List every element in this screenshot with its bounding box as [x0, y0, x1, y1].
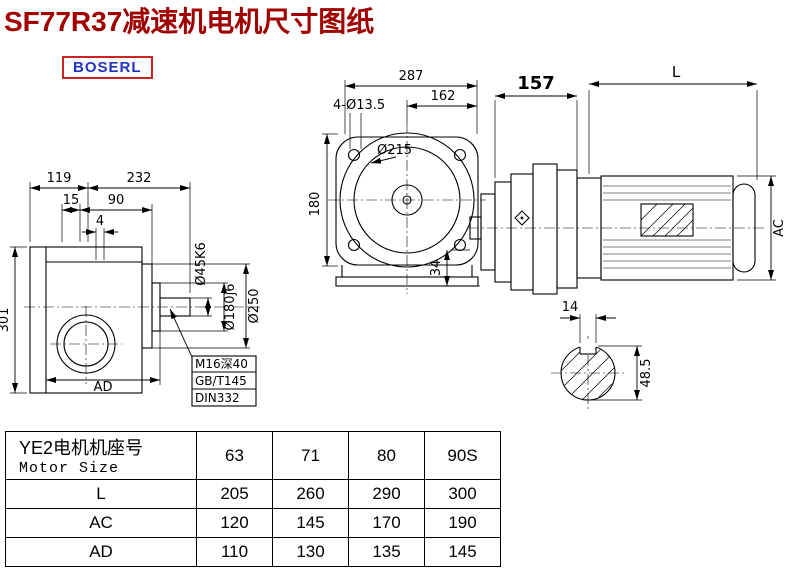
motor-end-cap — [732, 183, 756, 273]
value-ac-2: 145 — [272, 508, 349, 538]
motor-size-table: YE2电机机座号 Motor Size 63 71 80 90S L 205 2… — [5, 431, 501, 567]
table-row-l: L 205 260 290 300 — [5, 479, 501, 509]
dim-250: Ø250 — [247, 288, 262, 323]
dim-232: 232 — [127, 171, 152, 186]
input-flange — [141, 263, 153, 349]
row-label-l: L — [5, 479, 197, 509]
flange-outline — [335, 136, 479, 266]
value-l-4: 300 — [424, 479, 501, 509]
base-foot — [335, 276, 479, 287]
dim-287: 287 — [399, 69, 424, 84]
dim-162: 162 — [431, 89, 456, 104]
dim-157: 157 — [517, 73, 555, 94]
flange-circle — [339, 132, 475, 268]
terminal-box — [640, 203, 694, 237]
motor-size-col-4: 90S — [424, 431, 501, 480]
table-header-row: YE2电机机座号 Motor Size 63 71 80 90S — [5, 431, 501, 480]
dim-119: 119 — [47, 171, 72, 186]
note-standard-1: GB/T145 — [195, 374, 247, 388]
gearbox-adapter — [480, 193, 496, 271]
dim-48-5: 48.5 — [639, 359, 654, 388]
value-l-2: 260 — [272, 479, 349, 509]
dim-4: 4 — [96, 214, 104, 229]
row-label-ad: AD — [5, 537, 197, 567]
technical-drawing: 287 162 4-Ø13.5 Ø215 180 34 — [0, 63, 787, 410]
dim-L: L — [672, 63, 681, 81]
motor-size-col-2: 71 — [272, 431, 349, 480]
table-row-ac: AC 120 145 170 190 — [5, 508, 501, 538]
value-ad-2: 130 — [272, 537, 349, 567]
value-l-3: 290 — [348, 479, 425, 509]
dim-spigot-dia: Ø180j6 — [223, 284, 238, 331]
motor-flange — [532, 163, 558, 295]
bolt-hole — [347, 238, 361, 252]
value-ac-1: 120 — [196, 508, 273, 538]
row-label-ac: AC — [5, 508, 197, 538]
value-ad-4: 145 — [424, 537, 501, 567]
value-ac-3: 170 — [348, 508, 425, 538]
dim-AD: AD — [94, 380, 113, 395]
value-ac-4: 190 — [424, 508, 501, 538]
tap-note-box — [191, 355, 257, 407]
table-row-ad: AD 110 130 135 145 — [5, 537, 501, 567]
dim-15: 15 — [63, 193, 80, 208]
bolt-hole — [347, 148, 361, 162]
motor-side-view: 157 L AC — [468, 63, 787, 295]
shaft-section-view: 14 48.5 — [551, 300, 654, 410]
left-side-view: 119 232 15 90 4 301 AD Ø45K6 — [0, 171, 262, 407]
front-view: 287 162 4-Ø13.5 Ø215 180 34 — [308, 69, 486, 294]
dim-90: 90 — [108, 193, 125, 208]
dim-flange-dia: Ø215 — [377, 143, 412, 158]
value-ad-3: 135 — [348, 537, 425, 567]
dim-34: 34 — [429, 260, 444, 277]
motor-size-col-1: 63 — [196, 431, 273, 480]
dim-AC: AC — [772, 219, 787, 237]
value-ad-1: 110 — [196, 537, 273, 567]
note-standard-2: DIN332 — [195, 391, 240, 405]
note-tap: M16深40 — [195, 357, 248, 371]
brand-logo: BOSERL — [62, 56, 153, 79]
dim-301: 301 — [0, 308, 12, 333]
output-bore — [56, 314, 116, 374]
table-header-cn: YE2电机机座号 — [19, 438, 144, 458]
dim-bolt-holes: 4-Ø13.5 — [333, 98, 385, 113]
value-l-1: 205 — [196, 479, 273, 509]
table-header-label: YE2电机机座号 Motor Size — [5, 431, 197, 480]
page-title: SF77R37减速机电机尺寸图纸 — [4, 6, 375, 37]
table-header-en: Motor Size — [19, 460, 120, 477]
dim-180: 180 — [308, 192, 323, 217]
dim-14: 14 — [562, 300, 579, 315]
bolt-hole — [453, 148, 467, 162]
oil-plug-icon — [514, 210, 530, 226]
bolt-hole — [453, 238, 467, 252]
motor-size-col-3: 80 — [348, 431, 425, 480]
